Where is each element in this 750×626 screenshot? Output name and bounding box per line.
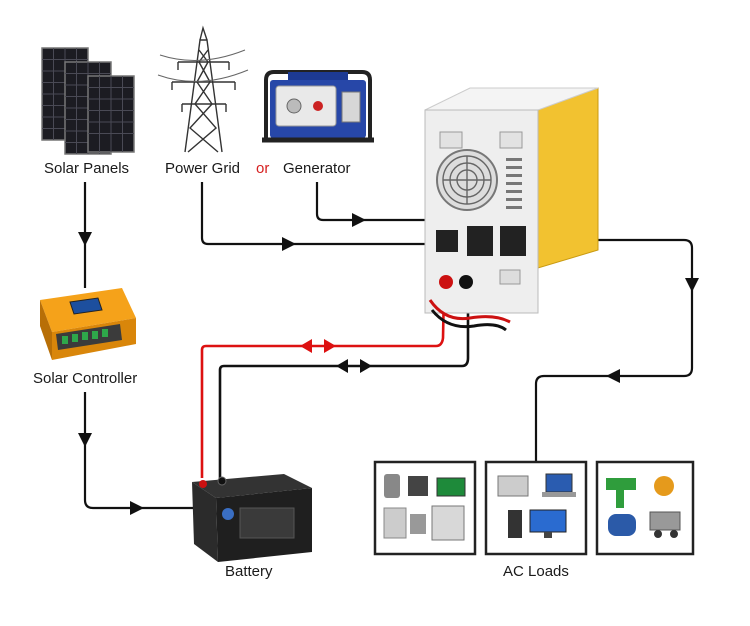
wire-grid-to-inverter [200, 182, 440, 246]
power-tower-icon [157, 25, 249, 153]
arrow-bidir-red [300, 339, 336, 353]
generator-icon [262, 70, 374, 143]
or-label: or [256, 160, 270, 177]
solar-panels-label: Solar Panels [44, 160, 130, 177]
battery-icon [192, 474, 312, 562]
ac-load-box-office [484, 460, 588, 556]
solar-controller-icon [40, 288, 136, 360]
inverter-icon [424, 87, 599, 332]
flow-arrows [78, 213, 699, 515]
wire-generator-to-inverter [315, 182, 440, 222]
power-grid-label: Power Grid [165, 160, 241, 177]
arrow-down-panels [78, 232, 92, 246]
arrow-down-controller [78, 433, 92, 447]
solar-controller-label: Solar Controller [33, 370, 138, 387]
solar-panels-icon [41, 47, 135, 155]
arrow-bidir-black [336, 359, 372, 373]
wires [83, 182, 694, 510]
arrow-right-grid [282, 237, 296, 251]
arrow-right-generator [352, 213, 366, 227]
wire-inverter-to-loads [525, 238, 694, 462]
ac-loads-label: AC Loads [503, 563, 569, 580]
arrow-left-loads [606, 369, 620, 383]
arrow-right-battery [130, 501, 144, 515]
wire-controller-to-battery [83, 392, 195, 510]
arrow-down-loads [685, 278, 699, 292]
wire-battery-black [218, 288, 470, 478]
battery-label: Battery [225, 563, 273, 580]
wire-battery-red [200, 287, 446, 478]
ac-load-box-kitchen [373, 460, 477, 556]
ac-load-box-tools [595, 460, 695, 556]
generator-label: Generator [283, 160, 351, 177]
